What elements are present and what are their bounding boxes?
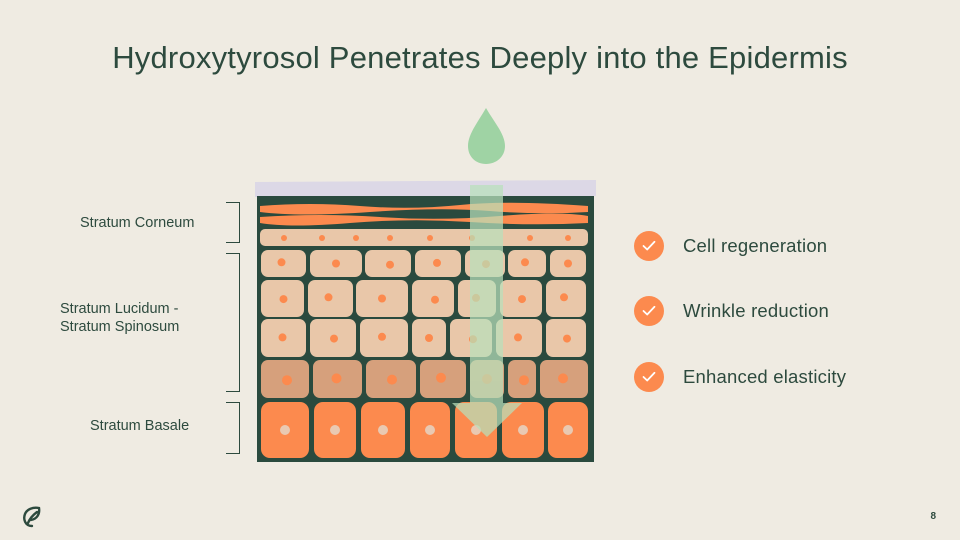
cell-nucleus: [436, 372, 446, 383]
cell-nucleus: [378, 332, 386, 341]
label-line-1: Stratum Lucidum -: [60, 301, 179, 317]
cell-nucleus: [386, 260, 394, 269]
cell-nucleus: [563, 425, 573, 435]
cell-nucleus: [518, 425, 528, 435]
cell-nucleus: [425, 334, 433, 342]
cell-nucleus: [425, 425, 435, 435]
corneum-stripe-1: [260, 202, 588, 215]
cell-nucleus: [330, 334, 338, 343]
cell-nucleus: [378, 425, 388, 435]
cell-nucleus: [563, 334, 571, 343]
cell-nucleus: [281, 235, 287, 241]
cell-nucleus: [282, 375, 292, 386]
cell-nucleus: [527, 235, 533, 241]
benefit-item: Enhanced elasticity: [634, 362, 846, 392]
cell-nucleus: [279, 295, 288, 304]
basal-cell-row: [261, 402, 588, 458]
leaf-logo-icon: [23, 506, 41, 528]
bracket-corneum: [226, 202, 240, 243]
cell-nucleus: [387, 374, 397, 385]
cell-nucleus: [560, 293, 568, 302]
corneum-stripe-2: [260, 213, 588, 226]
cell-nucleus: [280, 425, 290, 435]
checkmark-icon: [634, 231, 664, 261]
cell-nucleus: [431, 295, 439, 304]
bracket-basale: [226, 402, 240, 454]
label-line-2: Stratum Spinosum: [60, 319, 180, 335]
epidermis-diagram: [255, 108, 596, 462]
benefit-label: Wrinkle reduction: [683, 300, 829, 321]
cell-nucleus: [514, 333, 522, 342]
cell-nucleus: [521, 258, 529, 267]
cell-nucleus: [558, 373, 568, 384]
checkmark-icon: [634, 362, 664, 392]
cell-nucleus: [353, 235, 359, 241]
arrow-down-icon: [452, 185, 522, 437]
skin-surface: [255, 180, 596, 198]
cell-nucleus: [277, 258, 286, 267]
cell-nucleus: [378, 294, 386, 303]
label-stratum-corneum: Stratum Corneum: [80, 215, 195, 231]
bracket-spinosum: [226, 253, 240, 392]
slide-title: Hydroxytyrosol Penetrates Deeply into th…: [112, 40, 848, 75]
cell-nucleus: [433, 258, 441, 267]
cell-nucleus: [331, 373, 342, 384]
cell-nucleus: [565, 235, 571, 241]
cell-nucleus: [278, 333, 287, 342]
cell-nucleus: [427, 235, 433, 241]
cell-nucleus: [324, 293, 333, 302]
benefit-item: Wrinkle reduction: [634, 296, 829, 326]
benefit-label: Cell regeneration: [683, 235, 828, 256]
cell-nucleus: [332, 259, 340, 268]
benefit-label: Enhanced elasticity: [683, 366, 847, 387]
label-stratum-lucidum-spinosum: Stratum Lucidum - Stratum Spinosum: [60, 300, 179, 336]
cell-nucleus: [330, 425, 340, 435]
benefit-item: Cell regeneration: [634, 231, 827, 261]
cell-nucleus: [564, 259, 572, 268]
cell-nucleus: [519, 375, 529, 386]
cell-nucleus: [319, 235, 325, 241]
checkmark-icon: [634, 296, 664, 326]
droplet-icon: [468, 108, 505, 164]
page-number: 8: [930, 511, 936, 522]
granular-cell-row: [260, 229, 588, 246]
granular-cell: [260, 229, 588, 246]
cell-nucleus: [518, 295, 526, 304]
cell-nucleus: [387, 235, 393, 241]
label-stratum-basale: Stratum Basale: [90, 418, 190, 434]
